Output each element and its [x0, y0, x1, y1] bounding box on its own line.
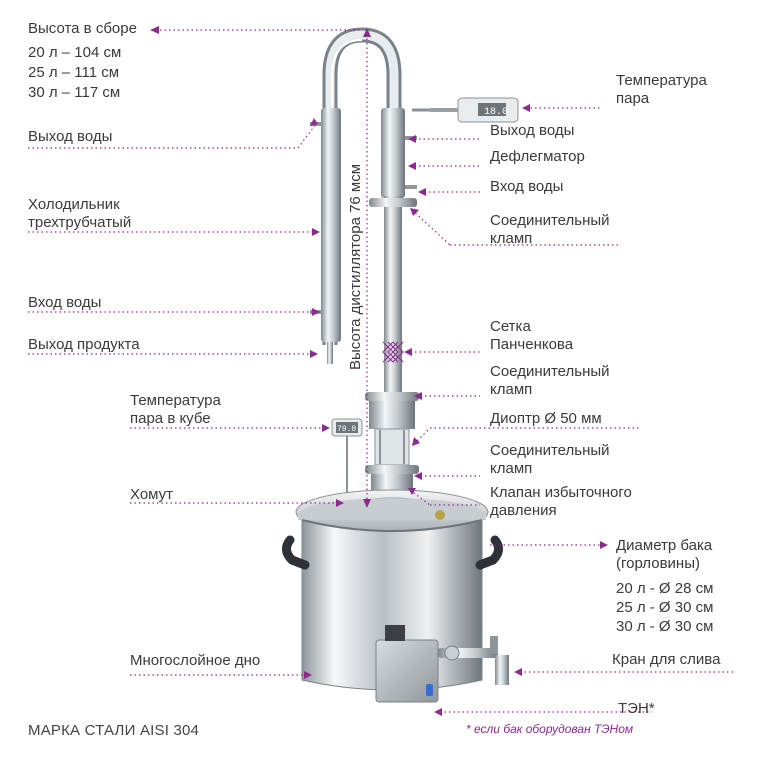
cube-thermometer-icon [331, 418, 363, 515]
height-value-25: 25 л – 111 см [28, 64, 120, 81]
left-water-in-label: Вход воды [28, 294, 102, 311]
height-value-30: 30 л – 117 см [28, 84, 121, 101]
cooler-label: Холодильник трехтрубчатый [28, 196, 132, 231]
column-tube [365, 108, 419, 496]
panchenkov-mesh-icon [382, 341, 404, 363]
steam-thermometer-icon [412, 97, 519, 123]
steel-grade: МАРКА СТАЛИ AISI 304 [28, 722, 200, 739]
tank-value-25: 25 л - Ø 30 см [616, 599, 714, 616]
heater-box [375, 625, 439, 703]
dephlegmator-label: Дефлегматор [490, 148, 585, 165]
heater-footnote: * если бак оборудован ТЭНом [466, 722, 634, 736]
panchenkov-label: Сетка Панченкова [490, 318, 574, 353]
leader-arrows [150, 26, 608, 716]
drain-tap-icon [438, 636, 509, 685]
height-value-20: 20 л – 104 см [28, 44, 122, 61]
drain-label: Кран для слива [612, 651, 721, 668]
vertical-height-label: Высота дистиллятора 76 мсм [347, 164, 364, 370]
tank-diameter-label: Диаметр бака (горловины) [616, 537, 713, 572]
height-label: Высота в сборе [28, 20, 137, 37]
clamp3-label: Соединительный кламп [490, 442, 610, 477]
tank-value-20: 20 л - Ø 28 см [616, 580, 714, 597]
product-out-label: Выход продукта [28, 336, 140, 353]
cube-temp-label: Температура пара в кубе [130, 392, 221, 427]
clamp1-label: Соединительный кламп [490, 212, 610, 247]
tank-value-30: 30 л - Ø 30 см [616, 618, 714, 635]
bottom-label: Многослойное дно [130, 652, 261, 669]
clamp2-label: Соединительный кламп [490, 363, 610, 398]
valve-label: Клапан избыточного давления [490, 484, 632, 519]
cube-thermometer-reading: 79.0 [337, 425, 356, 434]
right-water-in-label: Вход воды [490, 178, 564, 195]
right-water-out-label: Выход воды [490, 122, 575, 139]
steam-temp-label: Температура пара [616, 72, 707, 107]
left-water-out-label: Выход воды [28, 128, 113, 145]
steam-thermometer-reading: 18.0 [484, 107, 508, 118]
heater-label: ТЭН* [618, 700, 655, 717]
clamp-ring-label: Хомут [130, 486, 174, 503]
leader-lines [28, 29, 735, 713]
diopter-label: Диоптр Ø 50 мм [490, 410, 602, 427]
